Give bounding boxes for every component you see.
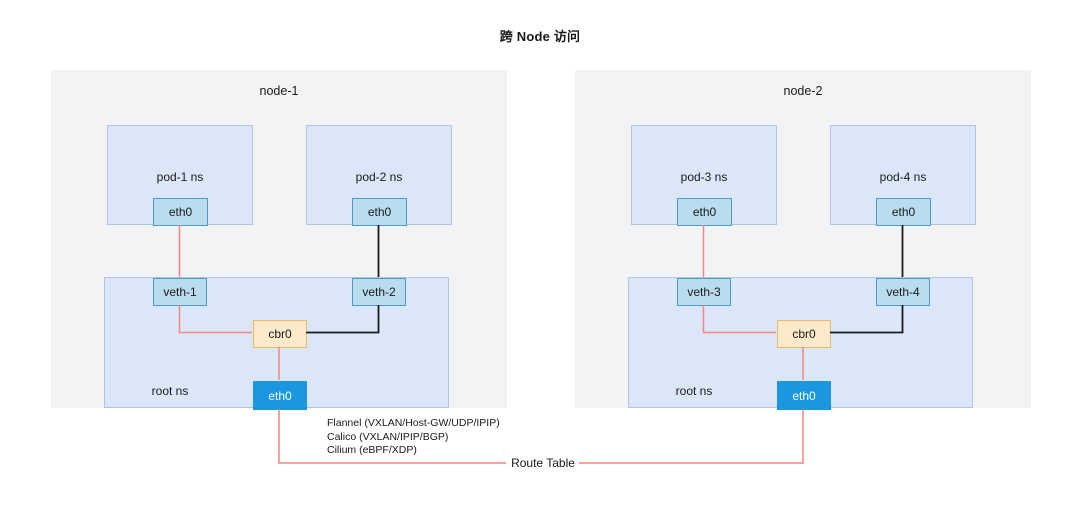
veth-box: veth-3 bbox=[677, 278, 731, 306]
host-eth0-box: eth0 bbox=[777, 381, 831, 410]
pod-ns-box: pod-2 ns eth0 bbox=[306, 125, 452, 226]
pod-eth0-box: eth0 bbox=[677, 198, 732, 226]
pod-eth0-box: eth0 bbox=[352, 198, 407, 226]
veth-box: veth-4 bbox=[876, 278, 930, 306]
root-ns-box: veth-3 veth-4 cbr0 root ns eth0 bbox=[628, 277, 973, 410]
veth-box: veth-2 bbox=[352, 278, 406, 306]
pod-label: pod-2 ns bbox=[355, 170, 403, 184]
cbr0-bridge-box: cbr0 bbox=[253, 320, 307, 348]
root-ns-label: root ns bbox=[151, 384, 189, 398]
diagram-title: 跨 Node 访问 bbox=[499, 29, 581, 44]
node-2-box: node-2 pod-3 ns eth0 pod-4 ns eth0 veth-… bbox=[575, 70, 1031, 410]
pod-ns-box: pod-1 ns eth0 bbox=[107, 125, 253, 226]
node-label: node-2 bbox=[783, 84, 823, 98]
pod-eth0-box: eth0 bbox=[876, 198, 931, 226]
pod-eth0-box: eth0 bbox=[153, 198, 208, 226]
cni-annotation-line: Flannel (VXLAN/Host-GW/UDP/IPIP) bbox=[327, 417, 500, 429]
pod-ns-box: pod-4 ns eth0 bbox=[830, 125, 976, 226]
cni-annotation-line: Calico (VXLAN/IPIP/BGP) bbox=[327, 430, 449, 443]
pod-label: pod-3 ns bbox=[680, 170, 728, 184]
host-eth0-box: eth0 bbox=[253, 381, 307, 410]
route-table-label: Route Table bbox=[511, 456, 575, 470]
node-label: node-1 bbox=[259, 84, 299, 98]
root-ns-box: veth-1 veth-2 cbr0 root ns eth0 bbox=[104, 277, 449, 410]
cni-annotation: Flannel (VXLAN/Host-GW/UDP/IPIP) Calico … bbox=[327, 417, 500, 458]
pod-label: pod-1 ns bbox=[156, 170, 204, 184]
pod-ns-box: pod-3 ns eth0 bbox=[631, 125, 777, 226]
cni-annotation-line: Cilium (eBPF/XDP) bbox=[327, 444, 417, 456]
veth-box: veth-1 bbox=[153, 278, 207, 306]
root-ns-label: root ns bbox=[675, 384, 713, 398]
pod-label: pod-4 ns bbox=[879, 170, 927, 184]
node-1-box: node-1 pod-1 ns eth0 pod-2 ns eth0 veth-… bbox=[51, 70, 507, 410]
cbr0-bridge-box: cbr0 bbox=[777, 320, 831, 348]
